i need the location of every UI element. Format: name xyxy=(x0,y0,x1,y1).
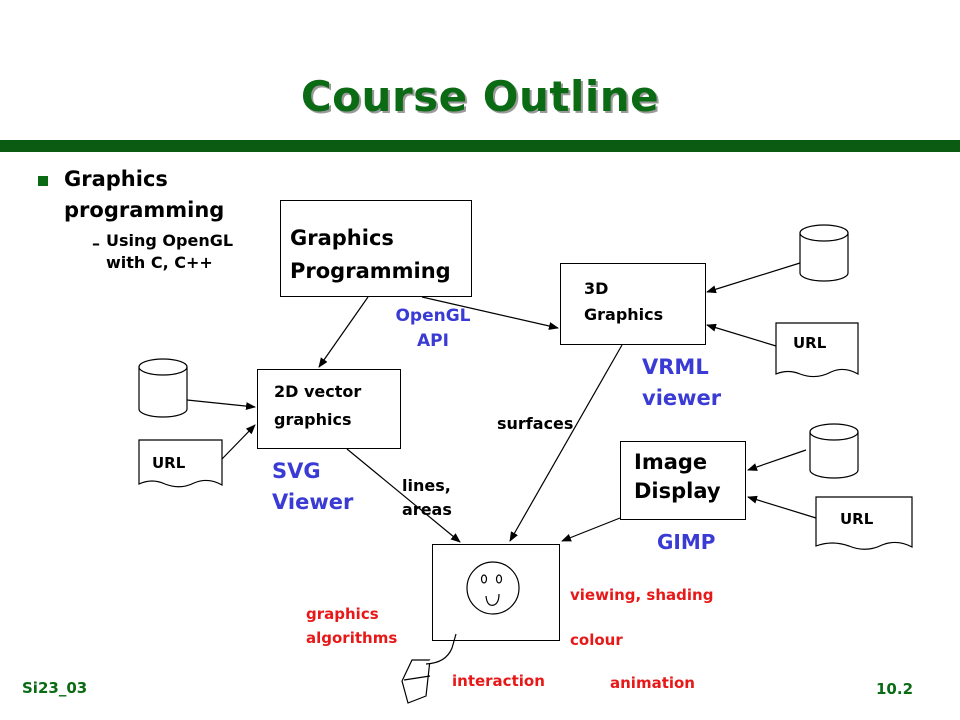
arrow-gp-to-2d xyxy=(318,296,369,368)
graphics-algorithms-label: graphics algorithms xyxy=(306,605,398,647)
bullet-square-icon xyxy=(38,176,48,186)
arrow-url-to-2d xyxy=(221,424,256,460)
animation-label: animation xyxy=(610,674,695,692)
graphics-programming-label: Graphics Programming xyxy=(290,226,451,283)
arrow-gp-to-3d xyxy=(421,296,559,330)
image-display-label: Image Display xyxy=(634,450,721,503)
url-label-2d: URL xyxy=(152,454,186,472)
database-icon xyxy=(799,224,849,282)
interaction-label: interaction xyxy=(452,672,545,690)
arrow-2d-to-display xyxy=(346,448,461,543)
smiley-face-icon xyxy=(466,561,520,615)
vector-2d-box xyxy=(257,369,401,449)
url-label-image: URL xyxy=(840,510,874,528)
bullet-text-graphics-programming: Graphics programming xyxy=(64,167,225,222)
slide-title: Course Outline xyxy=(300,72,660,121)
document-icon xyxy=(775,322,859,378)
vrml-viewer-label: VRML viewer xyxy=(642,355,722,410)
arrow-db-to-2d xyxy=(186,399,256,411)
footer-slide-number: 10.2 xyxy=(876,680,914,698)
vector-2d-label: 2D vector graphics xyxy=(274,382,362,429)
arrow-url-to-image xyxy=(747,495,817,519)
document-icon xyxy=(815,496,913,550)
document-icon xyxy=(138,439,223,488)
arrow-3d-to-display xyxy=(509,344,623,542)
sub-bullet-text-opengl: Using OpenGL with C, C++ xyxy=(106,231,234,272)
title-divider xyxy=(0,140,960,152)
gimp-label: GIMP xyxy=(657,530,716,554)
svg-viewer-label: SVG Viewer xyxy=(272,459,354,514)
arrow-url-to-3d xyxy=(706,323,777,347)
graphics-3d-label: 3D Graphics xyxy=(584,279,664,324)
database-icon xyxy=(138,358,188,418)
footer-course-code: Si23_03 xyxy=(22,679,88,697)
url-label-3d: URL xyxy=(793,334,827,352)
sub-bullet-dash: – xyxy=(92,234,100,253)
colour-label: colour xyxy=(570,631,623,649)
surfaces-label: surfaces xyxy=(497,414,574,433)
arrow-db-to-3d xyxy=(706,262,801,294)
graphics-programming-box xyxy=(280,200,472,297)
database-icon xyxy=(809,423,859,479)
image-display-box xyxy=(620,441,746,520)
arrow-db-to-image xyxy=(747,449,807,471)
hand-icon xyxy=(401,633,457,704)
display-screen-box xyxy=(432,544,560,641)
arrow-image-to-display xyxy=(561,517,621,542)
graphics-3d-box xyxy=(560,263,706,345)
lines-areas-label: lines, areas xyxy=(402,476,452,519)
viewing-shading-label: viewing, shading xyxy=(570,586,714,604)
opengl-api-label: OpenGL API xyxy=(395,306,471,351)
